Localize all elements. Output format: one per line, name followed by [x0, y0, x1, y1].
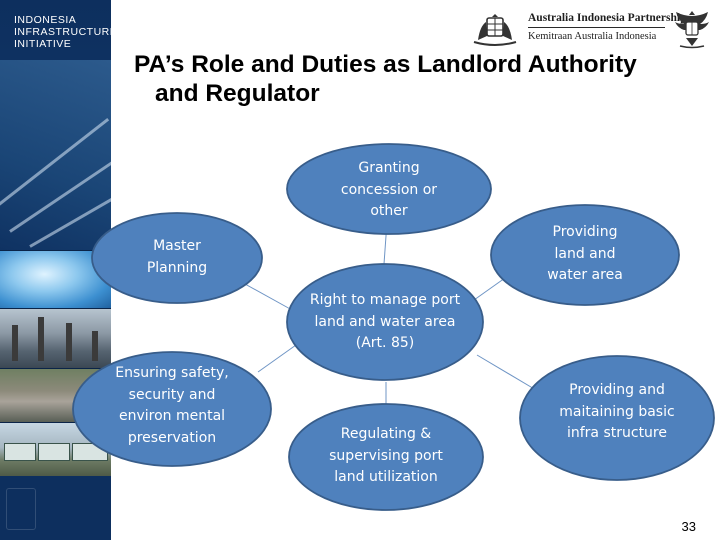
title-line-2: and Regulator [155, 80, 320, 107]
node-bottom-left-label: Ensuring safety, security and environ me… [115, 365, 229, 446]
australia-crest-icon [473, 14, 517, 46]
node-bottom-center [288, 403, 484, 511]
connector-bottom-left [257, 344, 297, 373]
node-right [490, 204, 680, 306]
garuda-emblem-icon [675, 11, 709, 49]
node-bottom-center-label: Regulating & supervising port land utili… [329, 426, 443, 485]
node-left-label: Master Planning [146, 238, 208, 276]
port-cranes-photo [0, 308, 111, 369]
logo-line-1: INDONESIA [14, 14, 77, 26]
node-center-label: Right to manage port land and water area… [309, 292, 461, 351]
title-line-1: PA’s Role and Duties as Landlord Authori… [134, 51, 637, 78]
highway-photo [0, 60, 111, 250]
partnership-indonesian: Kemitraan Australia Indonesia [528, 31, 657, 42]
connector-right [473, 277, 506, 301]
page-number: 33 [681, 519, 696, 534]
logo-line-3: INITIATIVE [14, 38, 72, 50]
node-center [286, 263, 484, 381]
node-bottom-right [519, 355, 715, 481]
node-top [286, 143, 492, 235]
slide-title: PA’s Role and Duties as Landlord Authori… [134, 50, 694, 108]
partnership-logo: Australia Indonesia Partnership Kemitraa… [528, 12, 686, 42]
connector-bottom-right [476, 354, 537, 391]
node-bottom-right-label: Providing and maitaining basic infra str… [559, 382, 675, 441]
sidebar-footer [0, 476, 111, 540]
node-right-label: Providing land and water area [547, 224, 623, 283]
partnership-english: Australia Indonesia Partnership [528, 12, 687, 24]
initiative-logo: INDONESIA INFRASTRUCTURE INITIATIVE [14, 14, 111, 50]
node-top-label: Granting concession or other [340, 160, 438, 219]
node-left [91, 212, 263, 304]
logo-line-2: INFRASTRUCTURE [14, 26, 111, 38]
node-bottom-left [72, 351, 272, 467]
